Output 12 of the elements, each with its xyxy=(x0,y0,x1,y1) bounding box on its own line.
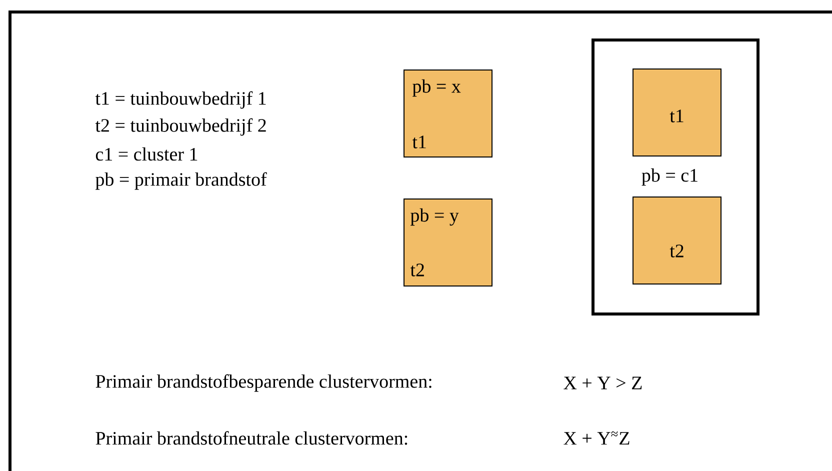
label: Primair brandstofbesparende clustervormen: xyxy=(96,374,432,392)
box: t1 xyxy=(632,68,722,156)
label: c1 = cluster 1 xyxy=(96,147,198,161)
box: pb = y t2 xyxy=(404,198,492,286)
label: Primair brandstofneutrale clustervormen: xyxy=(96,431,408,445)
label: t2 = tuinbouwbedrijf 2 xyxy=(95,118,266,136)
box: t2 xyxy=(632,196,722,284)
box: pb = x t1 xyxy=(404,70,492,158)
label: pb = primair brandstof xyxy=(96,172,267,190)
label: t1 = tuinbouwbedrijf 1 xyxy=(95,91,266,109)
label: X + Y > Z xyxy=(564,376,642,390)
label: X + Y$^{≈}$Z xyxy=(564,431,630,445)
